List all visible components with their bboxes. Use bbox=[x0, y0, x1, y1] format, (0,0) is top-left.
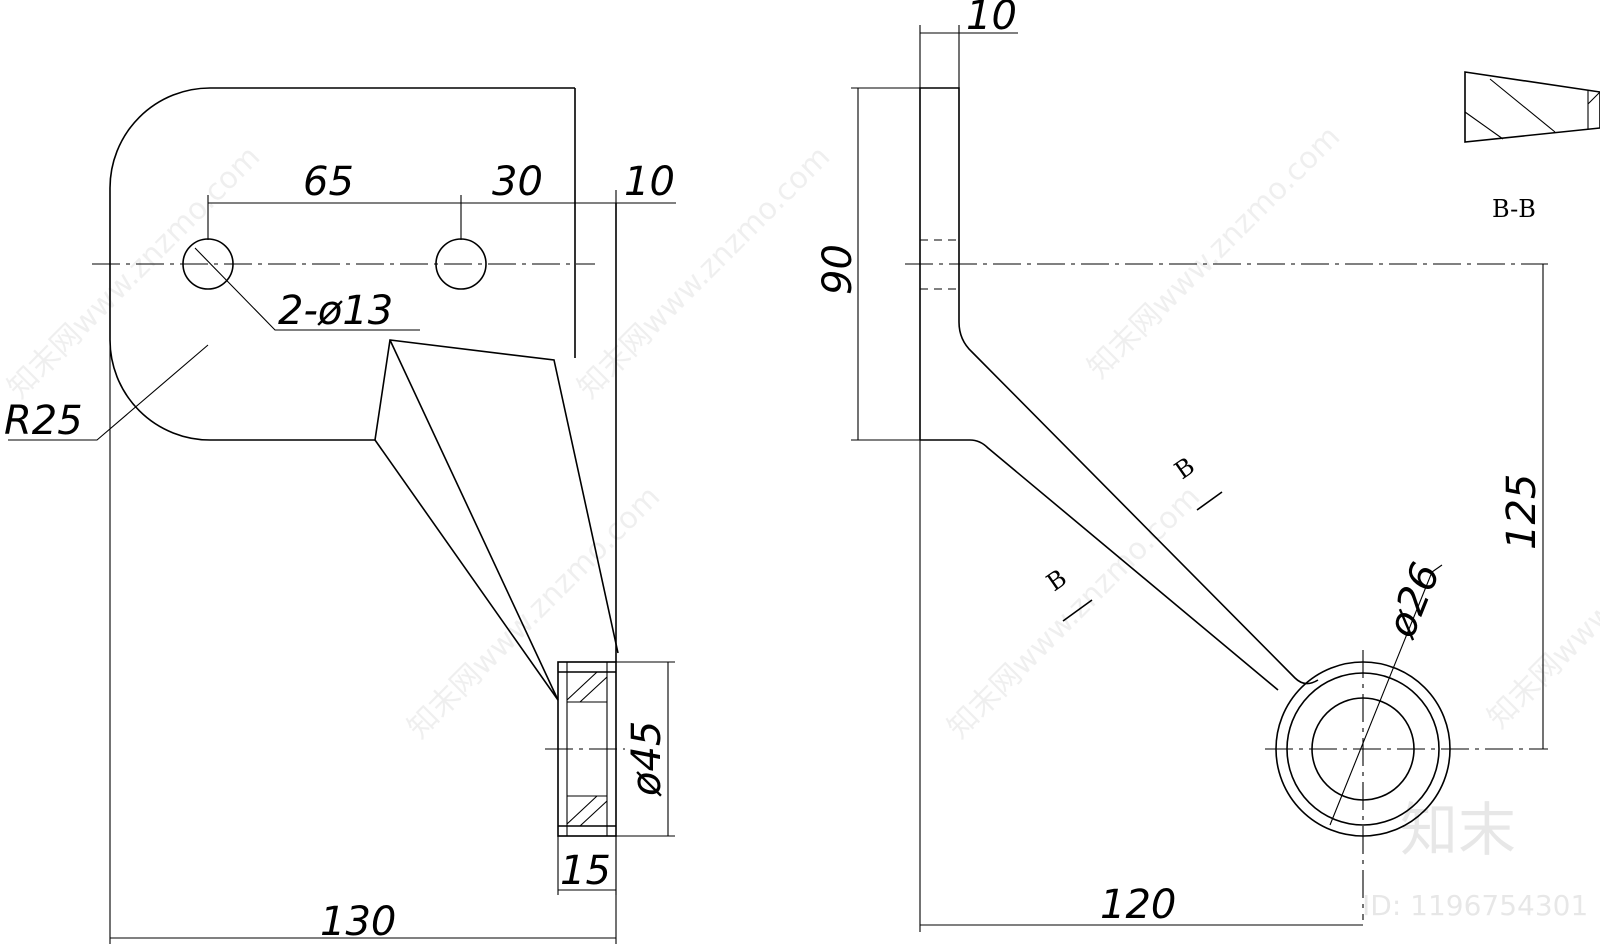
arm-outline bbox=[374, 339, 619, 654]
leader-radius bbox=[8, 344, 209, 441]
dim-26-leader bbox=[1329, 571, 1433, 826]
arm-lower-edge bbox=[374, 439, 559, 701]
dim-130 bbox=[109, 340, 617, 944]
section-mark-upper-label: B bbox=[1169, 452, 1200, 485]
dim-125-label: 125 bbox=[1499, 474, 1545, 550]
dim-45-label: ø45 bbox=[624, 721, 670, 797]
arm-ridge bbox=[389, 339, 559, 701]
watermark-logo: 知末 bbox=[1400, 796, 1516, 864]
watermark-text: 知末网www.znzmo.com bbox=[571, 139, 837, 405]
side-profile-outline bbox=[919, 87, 1319, 685]
section-mark-lower-label: B bbox=[1041, 564, 1072, 597]
dim-side-10 bbox=[919, 25, 1018, 88]
section-mark-lower bbox=[1062, 599, 1093, 622]
section-edge-diag bbox=[1587, 91, 1600, 105]
watermark-text: 知末网www.znzmo.com bbox=[401, 479, 667, 745]
dim-120-label: 120 bbox=[1100, 882, 1176, 928]
watermark-text: 知末网www.znzmo.com bbox=[1, 139, 267, 405]
dim-top-chain bbox=[207, 190, 676, 240]
dim-holes-label: 2-ø13 bbox=[278, 288, 393, 334]
watermark-layer: 知末网www.znzmo.com 知末网www.znzmo.com 知末网www… bbox=[1, 119, 1600, 922]
side-profile-lower bbox=[920, 439, 1279, 691]
side-view: 10 90 125 120 ø26 B B bbox=[815, 0, 1548, 932]
section-hatching bbox=[1464, 78, 1556, 140]
dim-10-label: 10 bbox=[624, 159, 675, 205]
front-view: 65 30 10 2-ø13 R25 130 15 ø45 bbox=[4, 87, 676, 944]
leader-holes bbox=[194, 247, 420, 331]
dim-130-label: 130 bbox=[320, 899, 396, 944]
hub-hatching bbox=[566, 671, 608, 827]
dim-15-label: 15 bbox=[560, 848, 611, 894]
dim-26-label: ø26 bbox=[1378, 557, 1449, 645]
dim-radius-label: R25 bbox=[4, 398, 83, 444]
section-mark-upper bbox=[1196, 491, 1223, 511]
dim-65-label: 65 bbox=[303, 159, 354, 205]
section-b-b: B-B bbox=[1464, 71, 1600, 223]
dim-26-tick bbox=[1431, 564, 1443, 573]
dim-side-10-label: 10 bbox=[966, 0, 1017, 39]
dim-90-label: 90 bbox=[815, 244, 861, 295]
dim-120 bbox=[919, 440, 1363, 932]
watermark-id: ID: 1196754301 bbox=[1362, 889, 1588, 922]
dim-30-label: 30 bbox=[492, 159, 543, 205]
dim-90 bbox=[851, 87, 920, 441]
watermark-text: 知末网www.znzmo.com bbox=[1081, 119, 1347, 385]
dim-15 bbox=[557, 836, 617, 895]
section-profile bbox=[1464, 71, 1600, 143]
dim-45 bbox=[616, 661, 675, 837]
section-title: B-B bbox=[1492, 195, 1536, 223]
